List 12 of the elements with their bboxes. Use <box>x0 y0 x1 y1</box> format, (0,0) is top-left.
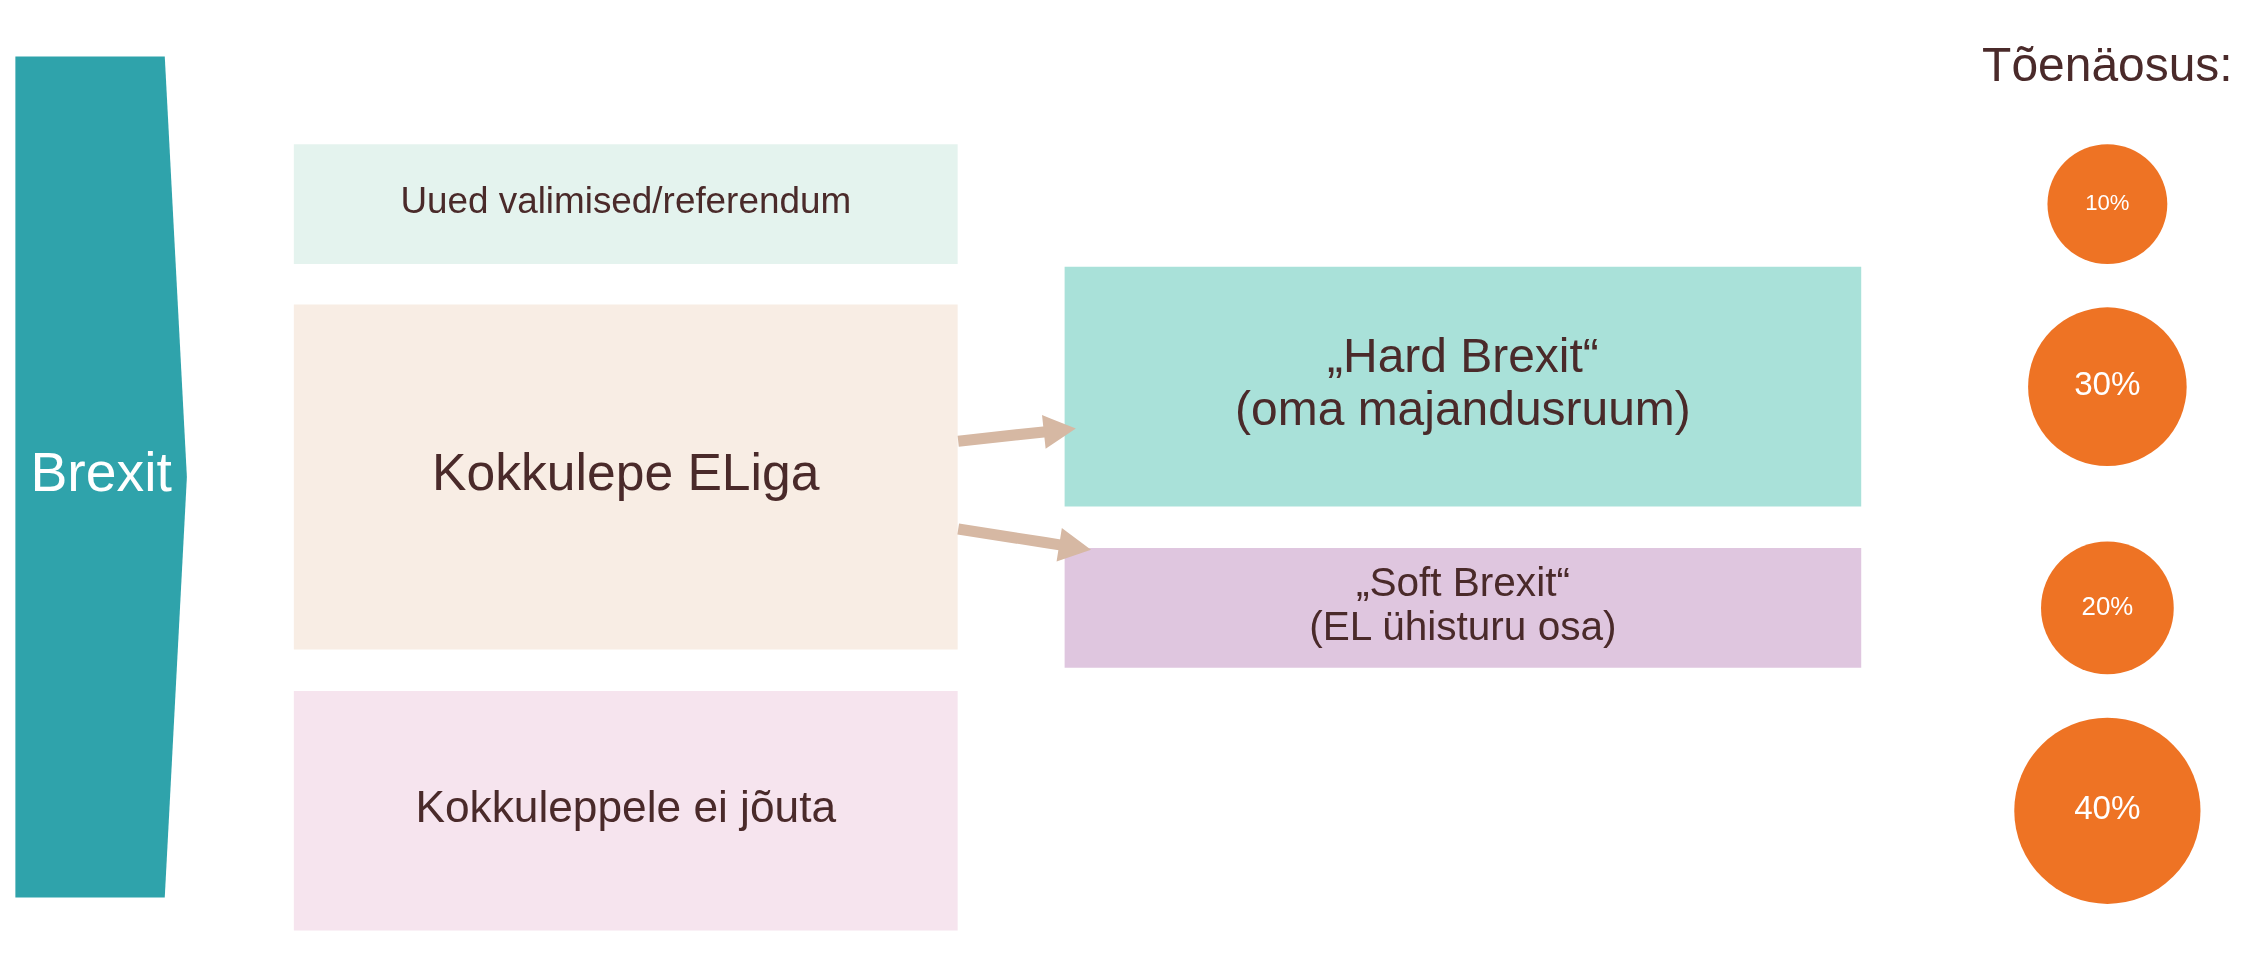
node-circle: 10% <box>2047 144 2168 265</box>
arrow <box>957 523 1091 562</box>
node-box: Kokkuleppele ei jõuta <box>293 690 958 931</box>
label: Tõenäosus: <box>1982 38 2233 92</box>
arrow <box>957 415 1076 449</box>
node-circle: 30% <box>2028 307 2187 466</box>
node-box: „Soft Brexit“ (EL ühisturu osa) <box>1064 548 1862 668</box>
node-box: Uued valimised/referendum <box>293 144 958 265</box>
node-box: „Hard Brexit“ (oma majandusruum) <box>1064 266 1862 507</box>
node-box: Kokkulepe ELiga <box>293 304 958 650</box>
node-circle: 40% <box>2014 717 2201 904</box>
node-circle: 20% <box>2041 541 2174 675</box>
